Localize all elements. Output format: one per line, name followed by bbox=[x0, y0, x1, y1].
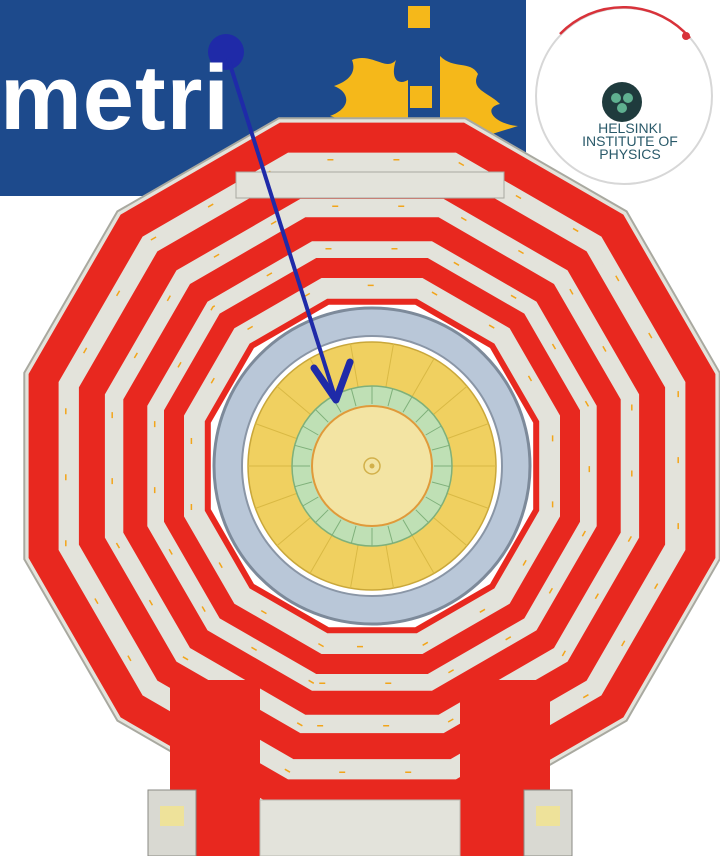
em-crystal-9 bbox=[331, 519, 342, 536]
banner-title: metri bbox=[0, 47, 230, 149]
calorimeter-wedge-15 bbox=[385, 343, 394, 388]
em-crystal-10 bbox=[315, 509, 329, 523]
em-crystal-5 bbox=[402, 519, 413, 536]
em-crystal-12 bbox=[294, 481, 313, 488]
calorimeter-wedge-8 bbox=[276, 517, 312, 547]
calorimeter-wedge-16 bbox=[411, 358, 435, 397]
muon-chamber-ring-1 bbox=[59, 153, 685, 779]
em-crystal-6 bbox=[387, 525, 394, 544]
institute-line-1: HELSINKI bbox=[598, 120, 662, 136]
institute-logo-text: HELSINKI INSTITUTE OF PHYSICS bbox=[560, 120, 700, 162]
pointer-arrow bbox=[208, 34, 354, 404]
calorimeter-wedge-4 bbox=[411, 535, 435, 574]
em-crystal-23 bbox=[425, 425, 442, 436]
calorimeter-wedge-14 bbox=[350, 343, 359, 388]
em-crystal-21 bbox=[402, 396, 413, 413]
trefoil-icon bbox=[602, 82, 642, 122]
calorimeter-wedge-12 bbox=[276, 385, 312, 415]
em-crystal-11 bbox=[302, 496, 319, 507]
muon-chamber-ring-4 bbox=[185, 279, 559, 653]
institute-line-3: PHYSICS bbox=[599, 146, 661, 162]
calorimeter-wedge-2 bbox=[447, 492, 489, 509]
em-crystal-24 bbox=[431, 444, 450, 451]
calorimeter-wedge-5 bbox=[385, 544, 394, 589]
calorimeter-wedge-7 bbox=[309, 535, 333, 574]
calorimeter-wedge-6 bbox=[350, 544, 359, 589]
muon-chamber-ring-3 bbox=[148, 242, 596, 690]
calorimeter-wedge-18 bbox=[447, 423, 489, 440]
em-crystal-16 bbox=[315, 409, 329, 423]
iron-yoke-ring-4 bbox=[164, 258, 580, 674]
calorimeter-wedge-9 bbox=[255, 492, 297, 509]
iron-yoke-ring-1 bbox=[28, 122, 716, 810]
beam-pipe bbox=[363, 457, 381, 475]
calorimeter-wedge-17 bbox=[432, 385, 468, 415]
calorimeter-wedge-3 bbox=[432, 517, 468, 547]
em-crystal-3 bbox=[425, 496, 442, 507]
detector-cross-section bbox=[23, 117, 720, 815]
interaction-point bbox=[369, 463, 375, 469]
institute-logo bbox=[526, 0, 720, 196]
em-crystal-2 bbox=[431, 481, 450, 488]
top-plate bbox=[235, 171, 505, 199]
institute-line-2: INSTITUTE OF bbox=[582, 133, 678, 149]
detector-feet bbox=[147, 680, 573, 857]
em-crystal-15 bbox=[302, 425, 319, 436]
em-crystal-18 bbox=[350, 388, 357, 407]
muon-chamber-ring-2 bbox=[106, 200, 638, 732]
em-crystal-22 bbox=[415, 409, 429, 423]
iron-yoke-ring-3 bbox=[123, 217, 621, 715]
em-crystal-4 bbox=[415, 509, 429, 523]
em-crystal-8 bbox=[350, 525, 357, 544]
em-crystal-20 bbox=[387, 388, 394, 407]
em-crystal-14 bbox=[294, 444, 313, 451]
calorimeter-wedge-11 bbox=[255, 423, 297, 440]
